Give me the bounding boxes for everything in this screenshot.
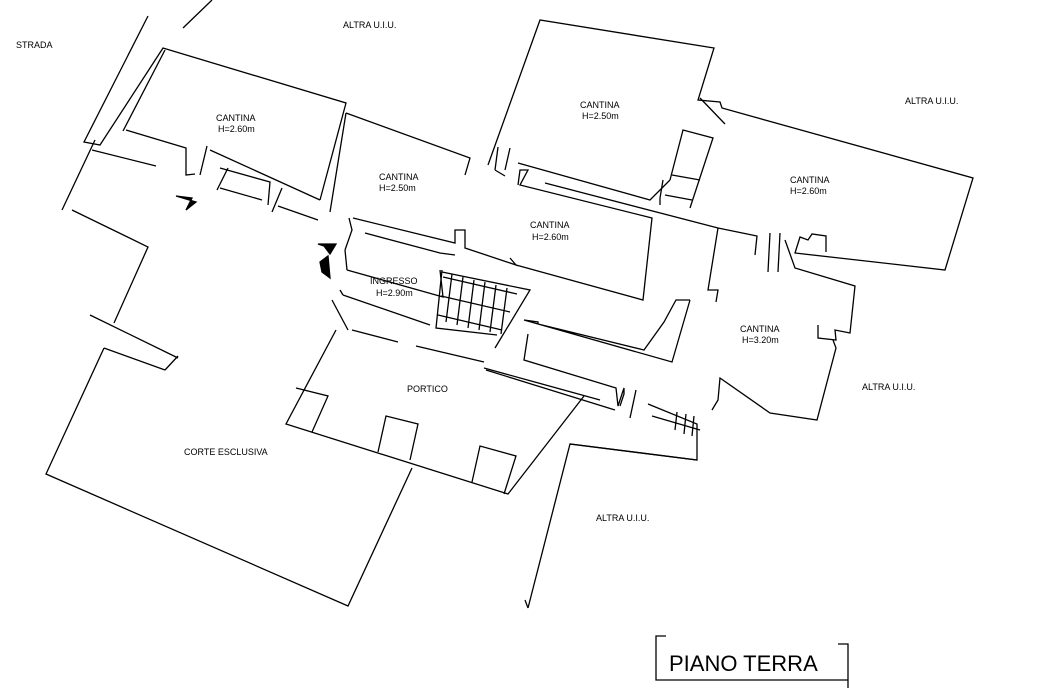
door-symbol-1 (175, 195, 198, 211)
label-altra-bottom: ALTRA U.I.U. (596, 513, 649, 523)
label-cantina-1: CANTINA (216, 113, 256, 123)
label-cantina-6-height: H=3.20m (742, 335, 779, 345)
label-cantina-4: CANTINA (790, 175, 830, 185)
label-altra-right-mid: ALTRA U.I.U. (862, 382, 915, 392)
label-cantina-6: CANTINA (740, 324, 780, 334)
label-portico: PORTICO (407, 384, 448, 394)
label-cantina-5-height: H=2.60m (532, 232, 569, 242)
label-corte-esclusiva: CORTE ESCLUSIVA (184, 447, 268, 457)
label-altra-top: ALTRA U.I.U. (343, 20, 396, 30)
label-altra-right-top: ALTRA U.I.U. (905, 96, 958, 106)
label-cantina-2: CANTINA (379, 172, 419, 182)
label-cantina-4-height: H=2.60m (790, 186, 827, 196)
title-block: PIANO TERRA (655, 635, 849, 688)
label-cantina-1-height: H=2.60m (218, 124, 255, 134)
door-symbol-2 (317, 243, 338, 256)
labels: STRADA ALTRA U.I.U. ALTRA U.I.U. ALTRA U… (16, 20, 958, 523)
door-symbol-3 (319, 254, 331, 280)
walls (45, 0, 974, 609)
label-ingresso: INGRESSO (370, 276, 418, 286)
label-strada: STRADA (16, 40, 53, 50)
label-cantina-2-height: H=2.50m (379, 183, 416, 193)
label-cantina-3-height: H=2.50m (582, 111, 619, 121)
label-cantina-3: CANTINA (580, 100, 620, 110)
door-symbols (175, 169, 506, 280)
label-ingresso-height: H=2.90m (376, 288, 413, 298)
plan-title: PIANO TERRA (669, 651, 818, 676)
label-cantina-5: CANTINA (530, 220, 570, 230)
